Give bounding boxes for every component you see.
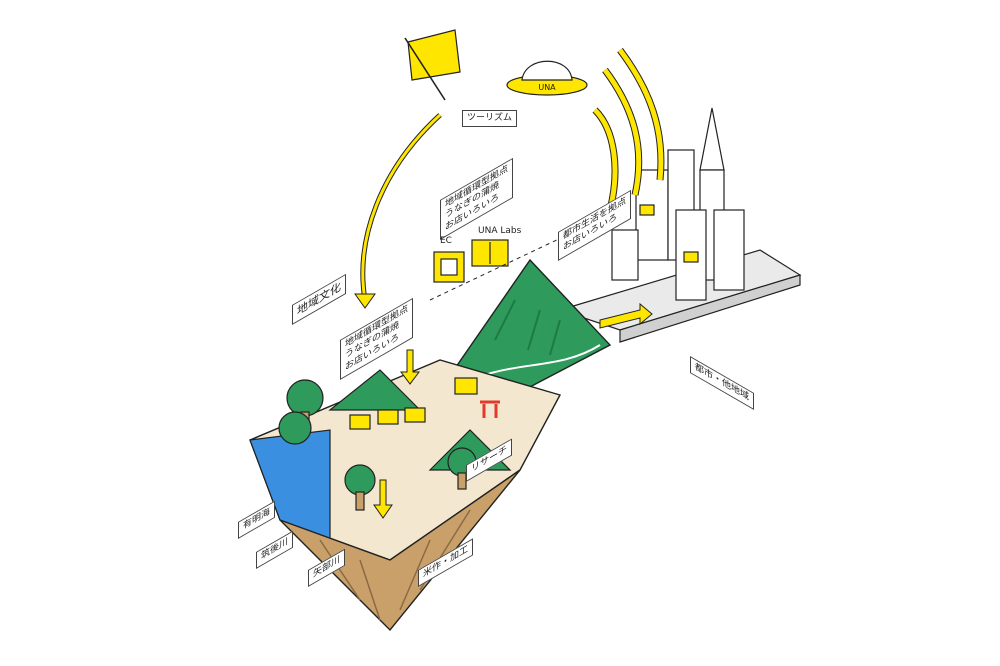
arrow-down-left — [354, 113, 442, 309]
label-ec: EC — [440, 236, 452, 246]
flow-arrows — [373, 302, 653, 519]
arrows-up-right — [592, 47, 665, 211]
soil-underside — [279, 469, 521, 632]
tree-icon — [278, 379, 477, 511]
cart-icon — [433, 251, 465, 283]
torii-icon — [480, 400, 500, 418]
label-una-labs: UNA Labs — [478, 226, 522, 236]
ufo-label: UNA — [538, 83, 556, 92]
city-buildings — [611, 107, 745, 301]
dashed-guide — [429, 209, 621, 301]
book-icon — [471, 239, 509, 267]
flag-icon — [404, 29, 461, 101]
label-tourism: ツーリズム — [462, 110, 518, 128]
ufo-icon — [506, 60, 588, 96]
shop-icon — [349, 377, 478, 430]
